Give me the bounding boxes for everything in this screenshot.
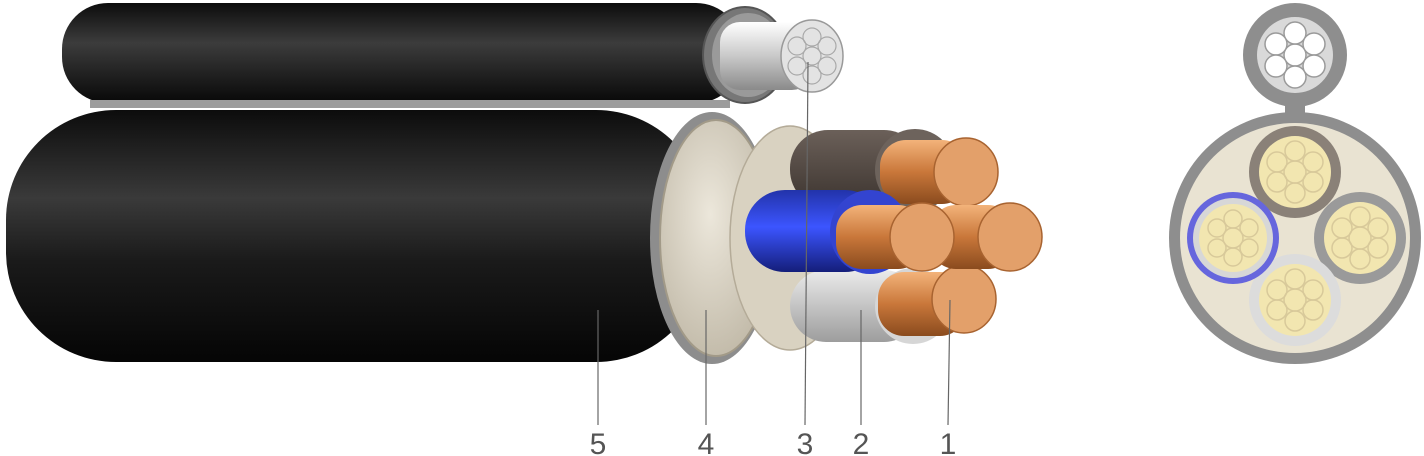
cs-strands bbox=[1207, 140, 1389, 332]
core-brown bbox=[790, 129, 999, 211]
messenger-web bbox=[90, 100, 730, 108]
cs-core-left-blue bbox=[1187, 192, 1279, 284]
cs-core-bottom bbox=[1249, 254, 1341, 346]
callout-label-4: 4 bbox=[698, 428, 715, 456]
cs-core-top bbox=[1249, 126, 1341, 218]
cs-messenger-strands bbox=[1264, 21, 1326, 89]
callout-line-1 bbox=[947, 299, 951, 426]
main-cable bbox=[6, 110, 1043, 364]
callout-label-3: 3 bbox=[797, 428, 814, 456]
right-copper-end bbox=[977, 202, 1043, 272]
blue-copper-end bbox=[889, 202, 955, 272]
core-blue bbox=[745, 190, 955, 274]
messenger-conductor-end bbox=[780, 19, 844, 93]
callout-label-2: 2 bbox=[853, 428, 870, 456]
callout-label-5: 5 bbox=[590, 428, 607, 456]
grey-copper-end bbox=[931, 264, 997, 334]
messenger-sheath bbox=[62, 3, 742, 103]
cable-3d-view bbox=[6, 3, 1043, 364]
callout-label-1: 1 bbox=[940, 428, 957, 456]
brown-copper-end bbox=[933, 137, 999, 207]
messenger-strands bbox=[787, 27, 837, 85]
cs-web bbox=[1285, 100, 1305, 114]
messenger-cable bbox=[62, 3, 844, 108]
cross-section bbox=[1169, 3, 1421, 364]
callout-line-3 bbox=[804, 61, 809, 426]
cs-filler bbox=[1180, 123, 1410, 353]
callouts: 5 4 3 2 1 bbox=[590, 61, 957, 456]
outer-sheath bbox=[6, 110, 706, 362]
core-grey bbox=[790, 264, 997, 344]
cs-core-right bbox=[1314, 192, 1406, 284]
